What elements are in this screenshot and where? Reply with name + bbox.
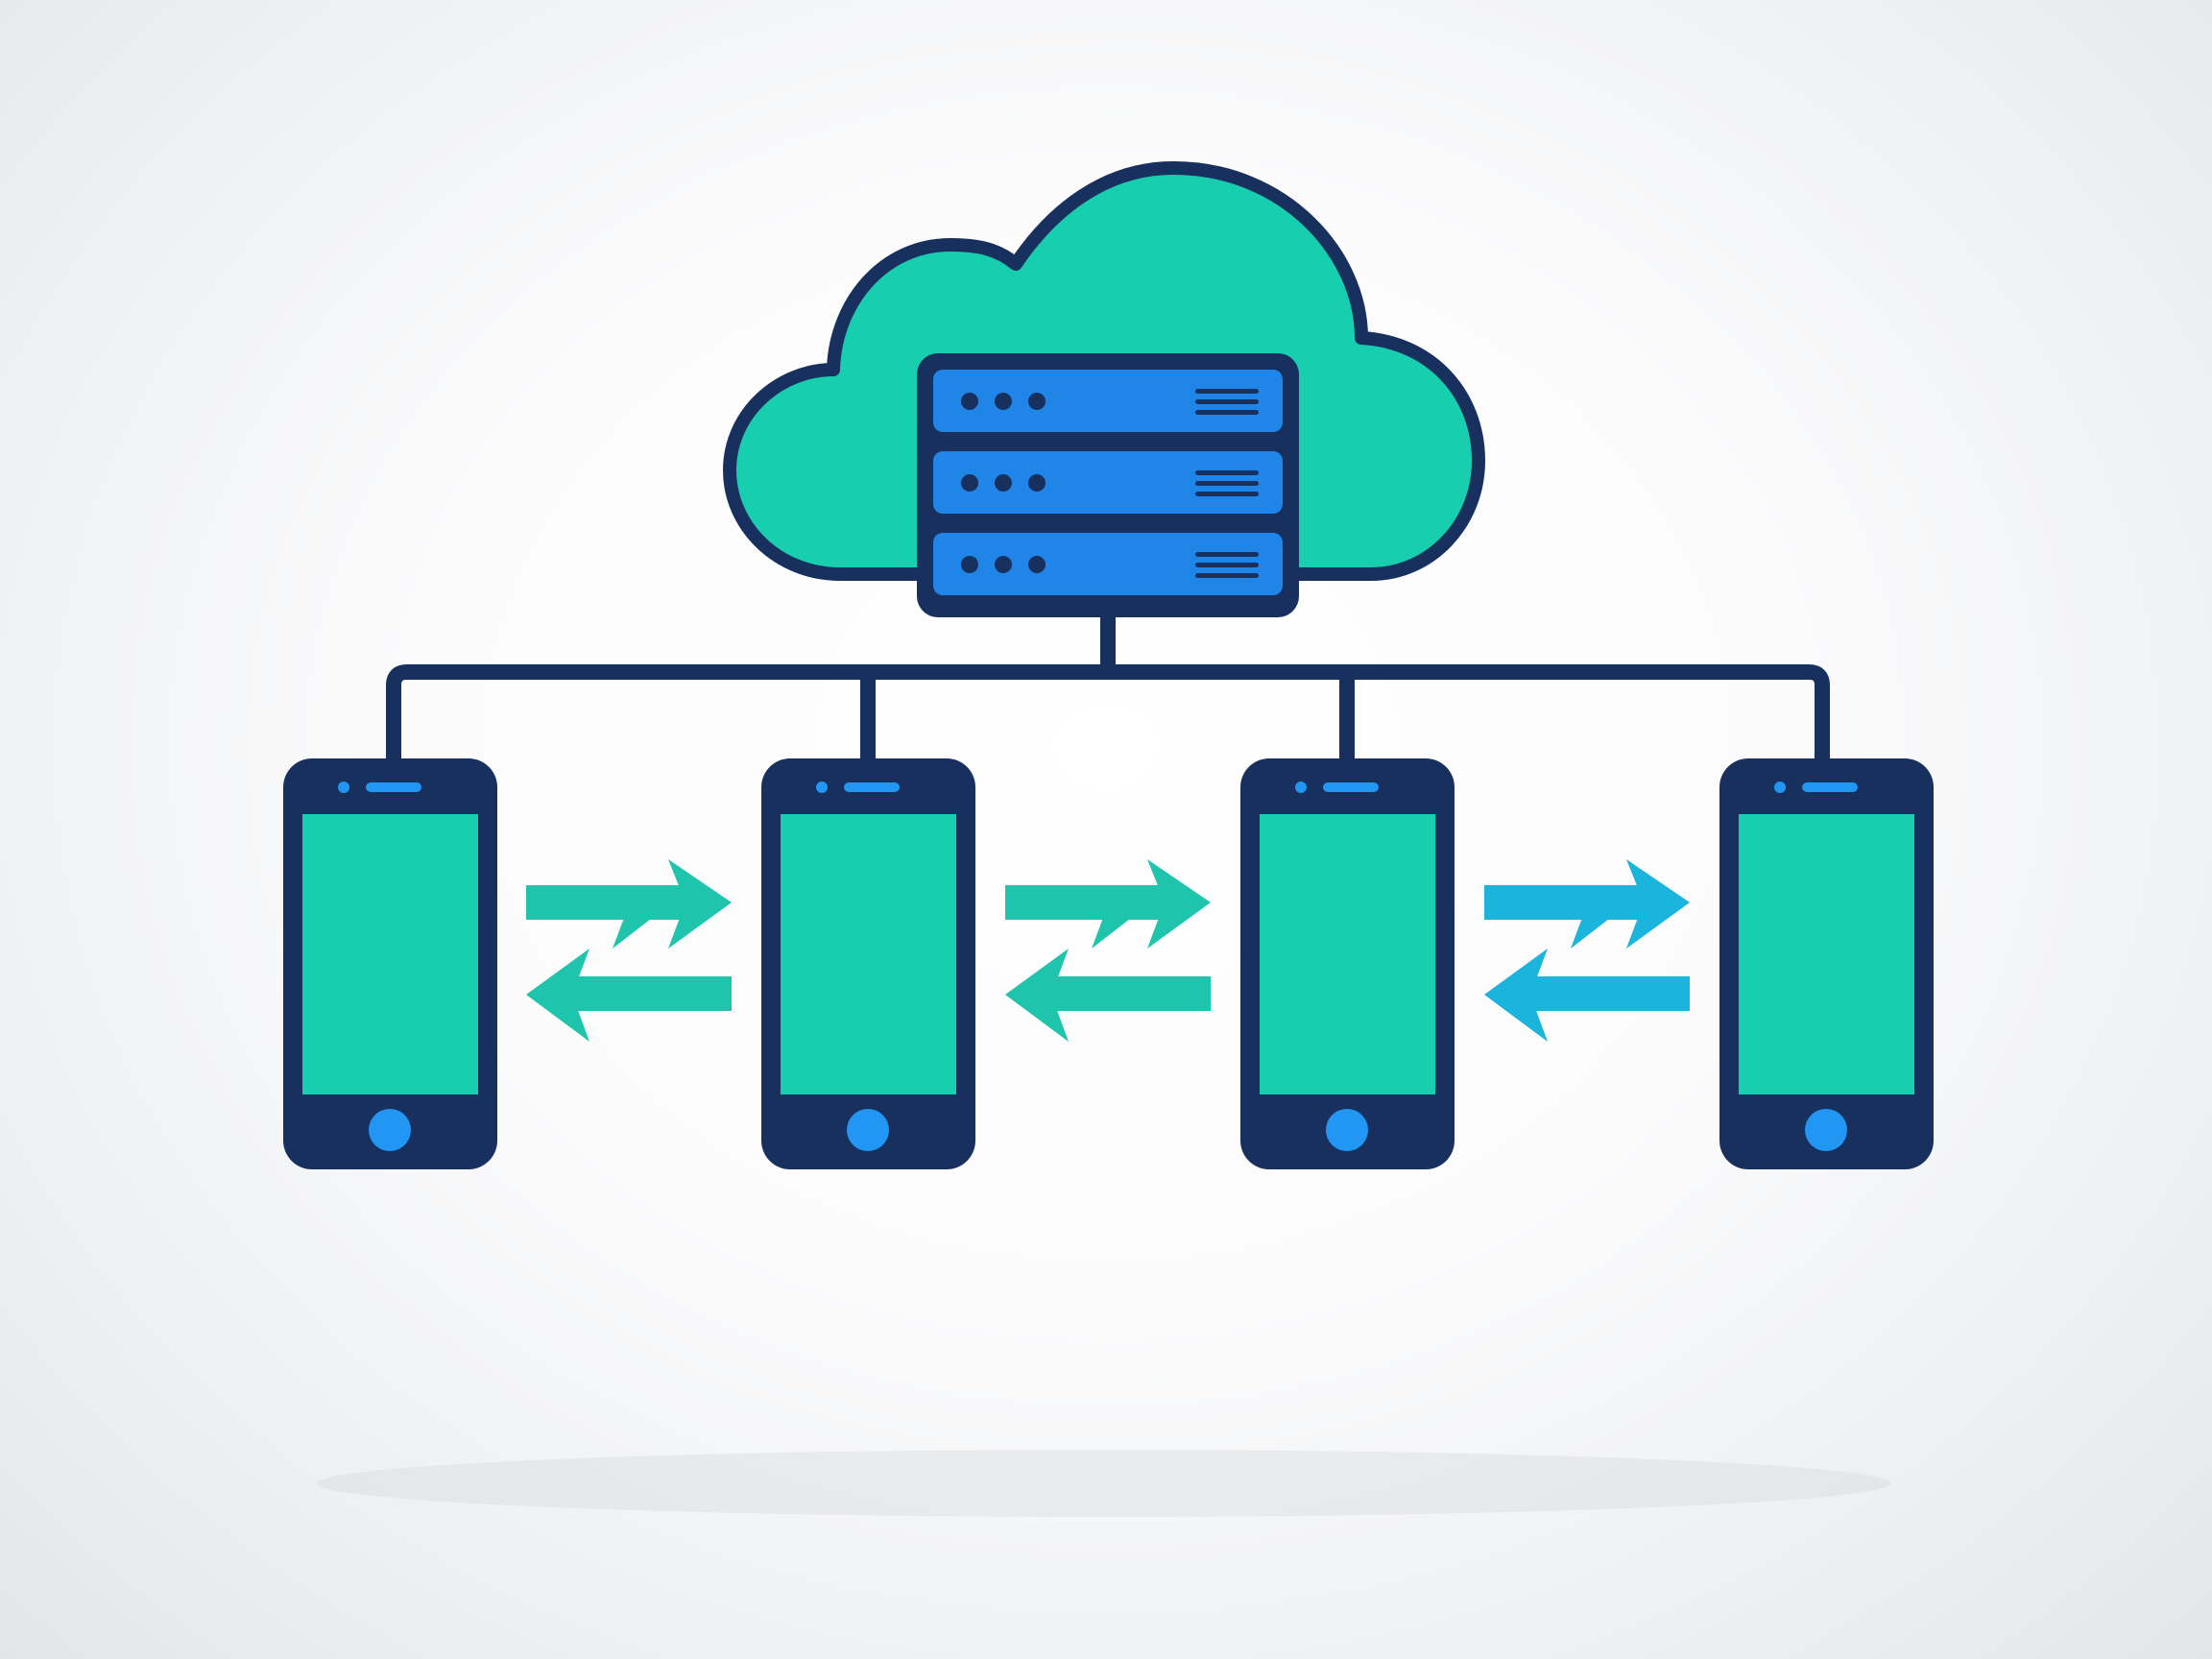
bidirectional-arrows-icon <box>1005 859 1211 1042</box>
server-led-dot <box>961 393 978 410</box>
arrow-right-shaft <box>1484 885 1647 920</box>
phone-screen <box>1260 814 1435 1094</box>
camera-dot <box>1774 781 1786 793</box>
home-button <box>369 1109 411 1151</box>
server-unit-2 <box>933 451 1283 514</box>
server-led-dot <box>1028 474 1046 492</box>
camera-dot <box>816 781 828 793</box>
server-unit-face <box>933 451 1283 514</box>
phone-screen <box>781 814 956 1094</box>
server-led-dot <box>995 393 1012 410</box>
server-vent-line <box>1195 470 1259 475</box>
phone-screen <box>302 814 478 1094</box>
arrow-right-shaft <box>526 885 689 920</box>
exchange-arrows <box>526 859 1690 1042</box>
speaker-slot <box>1323 782 1379 792</box>
connector-lines <box>386 607 1830 766</box>
arrow-right-head <box>1147 859 1211 949</box>
server-unit-3 <box>933 533 1283 595</box>
server-led-dot <box>961 556 978 573</box>
server-led-dot <box>995 474 1012 492</box>
server-unit-face <box>933 370 1283 432</box>
server-vent-line <box>1195 552 1259 557</box>
speaker-slot <box>366 782 421 792</box>
server-vent-line <box>1195 492 1259 496</box>
arrow-left-head <box>526 949 589 1042</box>
home-button <box>1805 1109 1847 1151</box>
bidirectional-arrows-icon <box>526 859 732 1042</box>
arrow-left-shaft <box>1527 976 1690 1011</box>
arrow-right-shaft <box>1005 885 1168 920</box>
arrow-left-shaft <box>568 976 732 1011</box>
smartphone-icon <box>1719 758 1934 1169</box>
home-button <box>847 1109 889 1151</box>
server-rack-icon <box>917 353 1299 617</box>
server-led-dot <box>995 556 1012 573</box>
speaker-slot <box>1802 782 1858 792</box>
smartphone-icon <box>283 758 497 1169</box>
phone-screen <box>1739 814 1914 1094</box>
server-unit-face <box>933 533 1283 595</box>
arrow-left-shaft <box>1047 976 1211 1011</box>
smartphone-icon <box>1240 758 1455 1169</box>
server-vent-line <box>1195 481 1259 486</box>
arrow-left-head <box>1484 949 1548 1042</box>
server-unit-1 <box>933 370 1283 432</box>
speaker-slot <box>844 782 900 792</box>
server-vent-line <box>1195 410 1259 415</box>
bidirectional-arrows-icon <box>1484 859 1690 1042</box>
server-led-dot <box>961 474 978 492</box>
server-led-dot <box>1028 556 1046 573</box>
arrow-right-head <box>668 859 732 949</box>
server-vent-line <box>1195 573 1259 578</box>
arrow-right-head <box>1626 859 1690 949</box>
devices-row <box>283 758 1934 1169</box>
server-vent-line <box>1195 389 1259 394</box>
camera-dot <box>1295 781 1307 793</box>
server-vent-line <box>1195 563 1259 567</box>
arrow-left-head <box>1005 949 1069 1042</box>
ground-shadow <box>317 1450 1891 1517</box>
home-button <box>1326 1109 1368 1151</box>
bus-line <box>386 664 1830 766</box>
camera-dot <box>338 781 349 793</box>
server-vent-line <box>1195 399 1259 404</box>
server-led-dot <box>1028 393 1046 410</box>
smartphone-icon <box>761 758 975 1169</box>
